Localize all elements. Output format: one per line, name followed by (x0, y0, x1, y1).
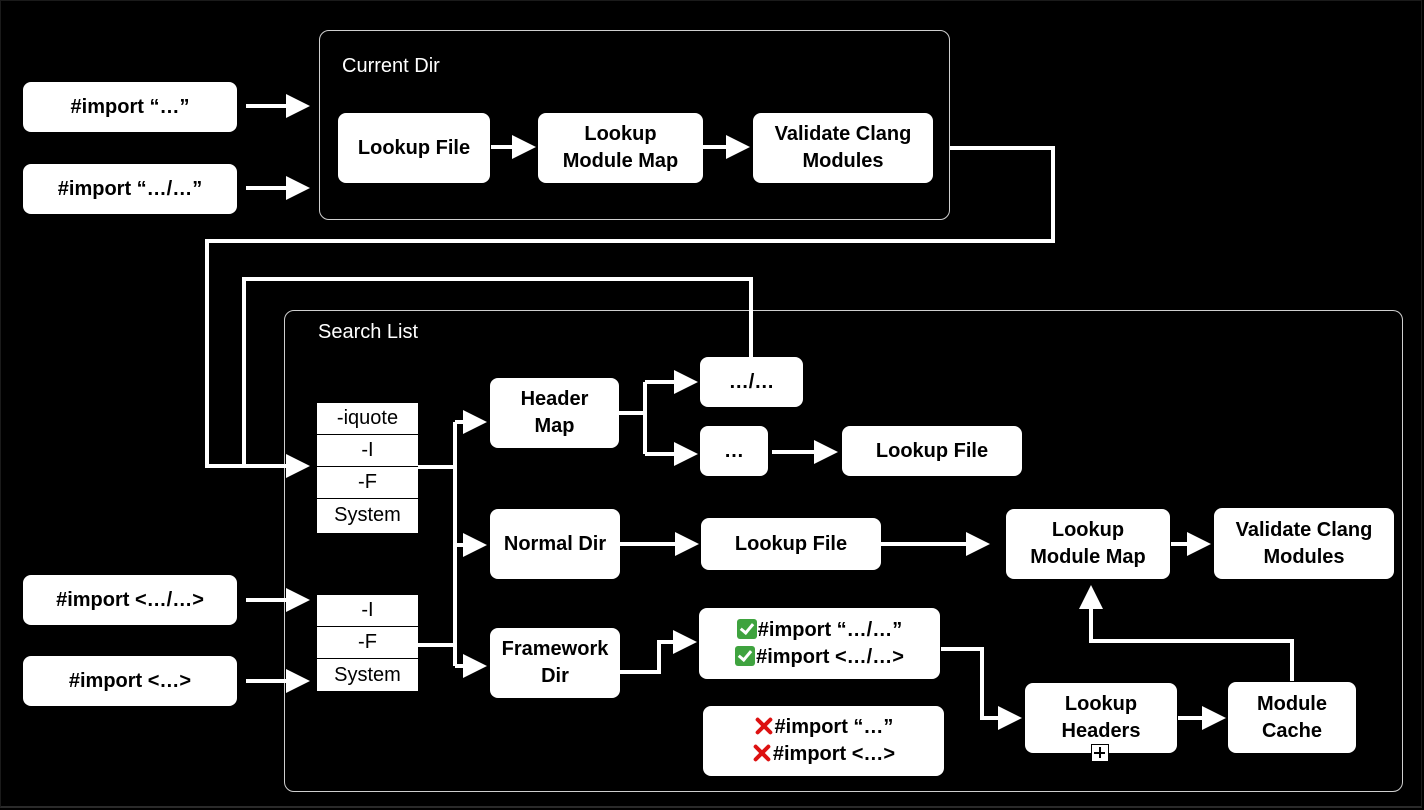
search-module-map-line1: Lookup (1051, 519, 1125, 541)
flag-I: -I (317, 435, 418, 467)
search-module-map-line2: Module Map (1030, 546, 1146, 568)
header-map: Header Map (490, 378, 619, 448)
module-cache: Module Cache (1228, 682, 1356, 753)
path-entry-label: …/… (728, 370, 775, 393)
current-dir-group: Current Dir (319, 30, 950, 220)
plus-box-icon[interactable] (1091, 744, 1109, 762)
framework-dir: Framework Dir (490, 628, 620, 698)
current-validate-line1: Validate Clang (774, 123, 912, 145)
normal-lookup-file: Lookup File (701, 518, 881, 570)
header-map-line1: Header (520, 388, 589, 410)
search-lookup-module-map: Lookup Module Map (1006, 509, 1170, 579)
header-map-lookup-file-label: Lookup File (875, 439, 989, 462)
import-angle-label: #import <…> (68, 669, 192, 692)
path-entry: …/… (700, 357, 803, 407)
framework-dir-line1: Framework (501, 638, 609, 660)
import-quote-label: #import “…” (70, 95, 190, 118)
search-validate-line2: Modules (1263, 545, 1345, 568)
supported-import-2: #import <…/…> (735, 644, 904, 671)
fallback-to-search-list (205, 146, 1055, 478)
check-mark-icon (736, 618, 757, 639)
lookup-headers-line2: Headers (1061, 720, 1141, 742)
search-flags-bottom: -I -F System (317, 595, 418, 691)
cross-mark-icon (752, 743, 772, 763)
search-validate-line1: Validate Clang (1235, 518, 1373, 541)
supported-imports: #import “…/…” #import <…/…> (699, 608, 940, 679)
module-cache-line2: Cache (1261, 719, 1323, 742)
import-quote-input: #import “…” (23, 82, 237, 132)
module-cache-line1: Module (1257, 692, 1327, 715)
flag-iquote: -iquote (317, 403, 418, 435)
supported-import-1-text: #import “…/…” (757, 618, 903, 641)
name-entry-label: … (724, 439, 744, 462)
name-entry: … (700, 426, 768, 476)
unsupported-imports: #import “…” #import <…> (703, 706, 944, 776)
current-lookup-file: Lookup File (338, 113, 490, 183)
search-validate-modules: Validate Clang Modules (1214, 508, 1394, 579)
unsupported-import-2: #import <…> (752, 741, 895, 768)
path-entry-loop (242, 277, 753, 466)
header-map-lookup-file: Lookup File (842, 426, 1022, 476)
flag-I: -I (317, 595, 418, 627)
unsupported-import-1-text: #import “…” (774, 716, 894, 738)
current-lookup-module-map: Lookup Module Map (538, 113, 703, 183)
import-quote-path-label: #import “…/…” (57, 177, 203, 200)
header-map-line2: Map (534, 415, 575, 437)
current-validate-line2: Modules (802, 150, 884, 172)
current-validate-modules: Validate Clang Modules (753, 113, 933, 183)
current-lookup-file-label: Lookup File (357, 136, 471, 159)
normal-dir: Normal Dir (490, 509, 620, 579)
search-list-group: Search List (284, 310, 1403, 792)
import-angle-input: #import <…> (23, 656, 237, 706)
current-module-map-line2: Module Map (562, 150, 679, 172)
flag-system: System (334, 663, 401, 686)
search-list-title: Search List (318, 321, 419, 343)
cross-mark-icon (754, 716, 774, 736)
search-flags-top: -iquote -I -F System (317, 403, 418, 533)
lookup-headers: Lookup Headers (1025, 683, 1177, 753)
lookup-headers-line1: Lookup (1064, 693, 1138, 715)
normal-dir-label: Normal Dir (503, 532, 607, 555)
unsupported-import-1: #import “…” (752, 714, 895, 741)
framework-dir-line2: Dir (541, 665, 569, 687)
import-angle-path-input: #import <…/…> (23, 575, 237, 625)
arrow-framework-to-supported (620, 630, 697, 674)
supported-import-1: #import “…/…” (735, 617, 904, 644)
flag-system: System (334, 503, 401, 526)
current-module-map-line1: Lookup (584, 123, 657, 145)
flag-F: -F (317, 467, 418, 499)
check-mark-icon (735, 645, 756, 666)
current-dir-title: Current Dir (342, 55, 440, 77)
import-angle-path-label: #import <…/…> (56, 588, 204, 611)
import-quote-path-input: #import “…/…” (23, 164, 237, 214)
arrow-module-cache-to-module-map (1079, 585, 1294, 681)
flag-F: -F (317, 627, 418, 659)
unsupported-import-2-text: #import <…> (772, 743, 896, 765)
supported-import-2-text: #import <…/…> (756, 645, 904, 668)
arrow-supported-to-lookup-headers (941, 647, 1022, 730)
normal-lookup-file-label: Lookup File (734, 532, 848, 555)
